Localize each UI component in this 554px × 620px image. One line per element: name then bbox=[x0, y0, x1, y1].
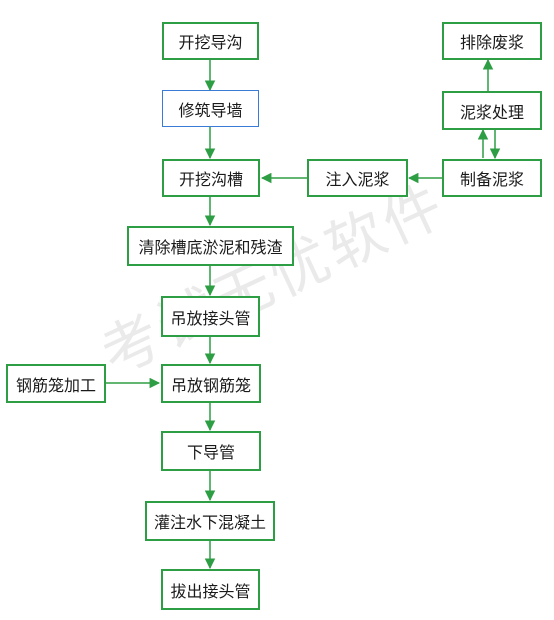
node-guanzhu: 灌注水下混凝土 bbox=[145, 501, 275, 541]
node-paichu-feijiang: 排除废浆 bbox=[442, 22, 542, 60]
node-xia-daoguan: 下导管 bbox=[161, 431, 261, 471]
node-nijiang-chuli: 泥浆处理 bbox=[442, 91, 542, 130]
node-zhuru-nijiang: 注入泥浆 bbox=[307, 159, 408, 197]
node-diaofang-jietouguan: 吊放接头管 bbox=[161, 296, 260, 337]
node-bachu-jietouguan: 拔出接头管 bbox=[161, 569, 260, 610]
node-qingchu: 清除槽底淤泥和残渣 bbox=[127, 226, 294, 266]
node-kaiwa-gouchao: 开挖沟槽 bbox=[162, 159, 260, 197]
node-kaiwa-daogou: 开挖导沟 bbox=[162, 22, 259, 60]
node-xiuzhu-daoqiang: 修筑导墙 bbox=[162, 90, 259, 127]
node-zhibei-nijiang: 制备泥浆 bbox=[442, 159, 542, 197]
node-diaofang-gangjinlong: 吊放钢筋笼 bbox=[161, 364, 261, 403]
node-gangjinlong-jiagong: 钢筋笼加工 bbox=[6, 364, 106, 403]
